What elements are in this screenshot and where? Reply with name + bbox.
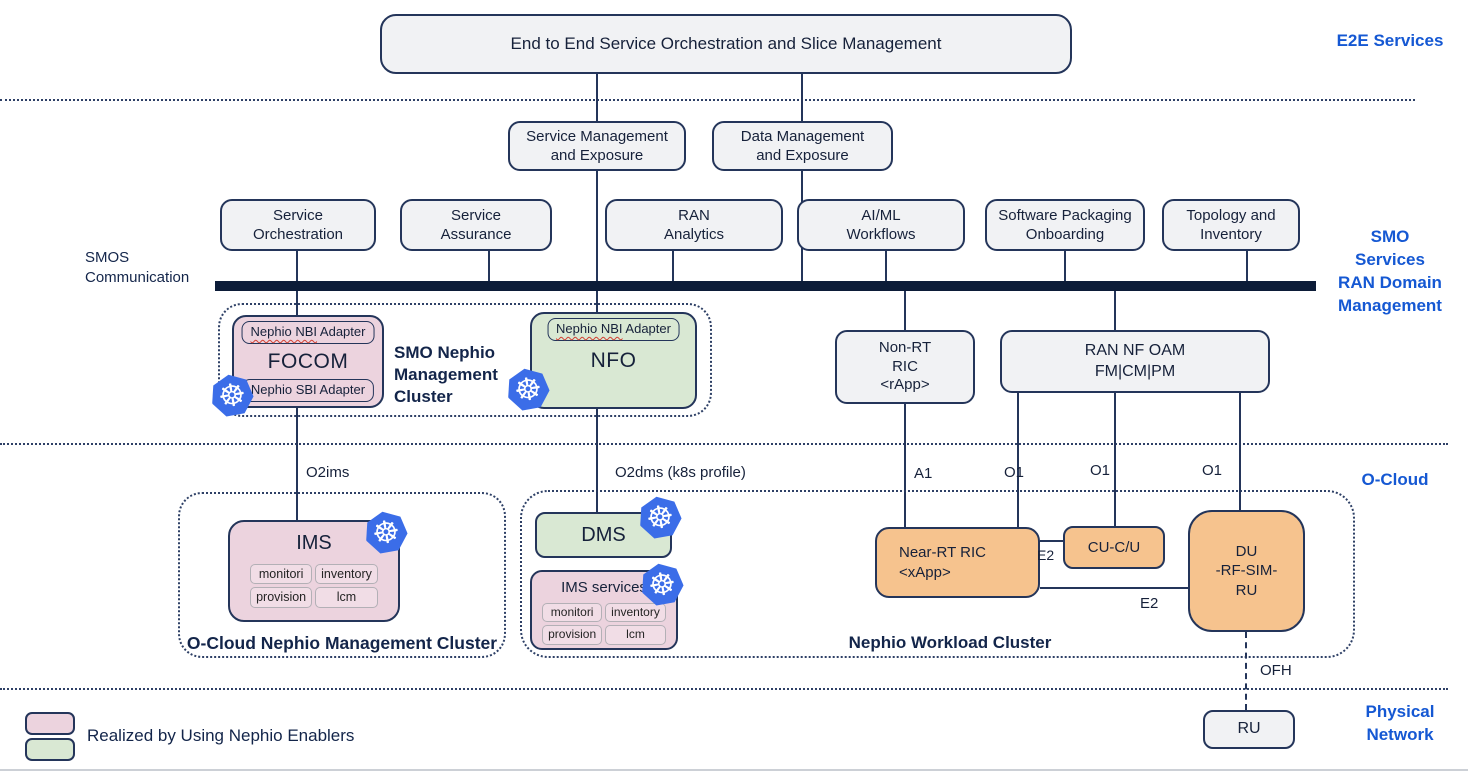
connector-o2dms — [596, 409, 598, 512]
separator-ocloud-physical — [0, 688, 1448, 690]
ran-analytics-box: RAN Analytics — [605, 199, 783, 251]
connector-aiml-bus — [885, 251, 887, 283]
bottom-border — [0, 769, 1468, 771]
connector-o2ims — [296, 408, 298, 520]
connector-so-bus — [296, 251, 298, 283]
near-rt-ric-box: Near-RT RIC <xApp> — [875, 527, 1040, 598]
service-pill-monitoring: monitori — [250, 564, 313, 585]
nephio-workload-cluster-label: Nephio Workload Cluster — [848, 633, 1052, 652]
connector-ofh — [1245, 632, 1247, 710]
ims-services-grid: monitori inventory provision lcm — [250, 564, 378, 608]
ims-title: IMS — [296, 532, 332, 554]
connector-o1-cu — [1114, 393, 1116, 526]
o2ims-label: O2ims — [306, 464, 350, 481]
layer-label-e2e-services: E2E Services — [1336, 31, 1444, 50]
ocloud-nephio-cluster-label: O-Cloud Nephio Management Cluster — [186, 633, 498, 653]
focom-box: Nephio NBI Adapter FOCOM Nephio SBI Adap… — [232, 315, 384, 408]
service-mgmt-exposure-box: Service Management and Exposure — [508, 121, 686, 171]
nfo-title: NFO — [590, 348, 637, 372]
layer-label-smo-services: SMO Services RAN Domain Management — [1338, 227, 1442, 315]
legend-pink-swatch — [25, 712, 75, 735]
du-rfsim-ru-box: DU -RF-SIM- RU — [1188, 510, 1305, 632]
connector-sme-nfo — [596, 171, 598, 312]
o1-label-nearrt: O1 — [1004, 464, 1025, 481]
connector-bus-rannfoam — [1114, 291, 1116, 330]
adapter-label: Nephio SBI Adapter — [250, 382, 366, 398]
smos-communication-label: SMOS Communication — [85, 249, 190, 287]
ru-box: RU — [1203, 710, 1295, 749]
smos-communication-bus — [215, 281, 1316, 291]
connector-e2e-sme — [596, 74, 598, 121]
adapter-label: Nephio NBI — [250, 324, 318, 339]
legend-green-swatch — [25, 738, 75, 761]
layer-label-ocloud: O-Cloud — [1361, 470, 1429, 489]
cu-cu-box: CU-C/U — [1063, 526, 1165, 569]
focom-title: FOCOM — [267, 349, 349, 373]
o1-label-du: O1 — [1202, 462, 1223, 479]
connector-ti-bus — [1246, 251, 1248, 283]
topology-inventory-box: Topology and Inventory — [1162, 199, 1300, 251]
service-pill-inventory: inventory — [315, 564, 378, 585]
nephio-nbi-adapter-pill: Nephio NBI Adapter — [241, 321, 375, 344]
layer-label-physical-network: Physical Network — [1365, 702, 1435, 744]
e2-label-du: E2 — [1140, 595, 1159, 612]
connector-sa-bus — [488, 251, 490, 283]
ims-services-title: IMS services — [561, 579, 647, 596]
o1-label-cu: O1 — [1090, 462, 1111, 479]
service-assurance-box: Service Assurance — [400, 199, 552, 251]
ims-services-grid: monitori inventory provision lcm — [542, 602, 666, 645]
data-mgmt-exposure-box: Data Management and Exposure — [712, 121, 893, 171]
non-rt-ric-box: Non-RT RIC <rApp> — [835, 330, 975, 404]
separator-e2e-smo — [0, 99, 1415, 101]
nephio-nbi-adapter-pill: Nephio NBI Adapter — [547, 318, 680, 341]
service-pill-lcm: lcm — [315, 587, 378, 608]
ofh-label: OFH — [1260, 662, 1292, 679]
connector-ra-bus — [672, 251, 674, 283]
aiml-workflows-box: AI/ML Workflows — [797, 199, 965, 251]
nephio-sbi-adapter-pill: Nephio SBI Adapter — [241, 379, 375, 402]
service-pill-monitoring: monitori — [542, 602, 603, 623]
service-pill-inventory: inventory — [605, 602, 666, 623]
legend-label: Realized by Using Nephio Enablers — [87, 726, 355, 745]
connector-sp-bus — [1064, 251, 1066, 283]
smo-nephio-cluster-label: SMO Nephio Management Cluster — [394, 343, 498, 407]
connector-a1 — [904, 404, 906, 527]
connector-e2e-dme — [801, 74, 803, 121]
separator-smo-ocloud — [0, 443, 1448, 445]
o2dms-label: O2dms (k8s profile) — [615, 464, 746, 481]
adapter-label-rest: Adapter — [622, 321, 671, 336]
software-packaging-box: Software Packaging Onboarding — [985, 199, 1145, 251]
connector-e2-du — [1040, 587, 1188, 589]
smo-nephio-cluster-container — [218, 303, 712, 417]
nfo-box: Nephio NBI Adapter NFO — [530, 312, 697, 409]
ran-nf-oam-box: RAN NF OAM FM|CM|PM — [1000, 330, 1270, 393]
service-pill-lcm: lcm — [605, 625, 666, 645]
e2-label-cu: E2 — [1037, 547, 1055, 563]
e2e-orchestration-box: End to End Service Orchestration and Sli… — [380, 14, 1072, 74]
connector-o1-nearrt — [1017, 393, 1019, 527]
connector-bus-nonrtric — [904, 291, 906, 330]
service-pill-provision: provision — [250, 587, 313, 608]
nephio-workload-cluster-container — [520, 490, 1355, 658]
service-orchestration-box: Service Orchestration — [220, 199, 376, 251]
adapter-label-rest: Adapter — [317, 324, 366, 339]
connector-bus-focom — [296, 291, 298, 315]
service-pill-provision: provision — [542, 625, 603, 645]
ocloud-nephio-cluster-container — [178, 492, 506, 658]
a1-label: A1 — [914, 465, 933, 482]
connector-o1-du — [1239, 393, 1241, 510]
connector-e2-cu — [1040, 540, 1063, 542]
adapter-label: Nephio NBI — [556, 321, 623, 336]
